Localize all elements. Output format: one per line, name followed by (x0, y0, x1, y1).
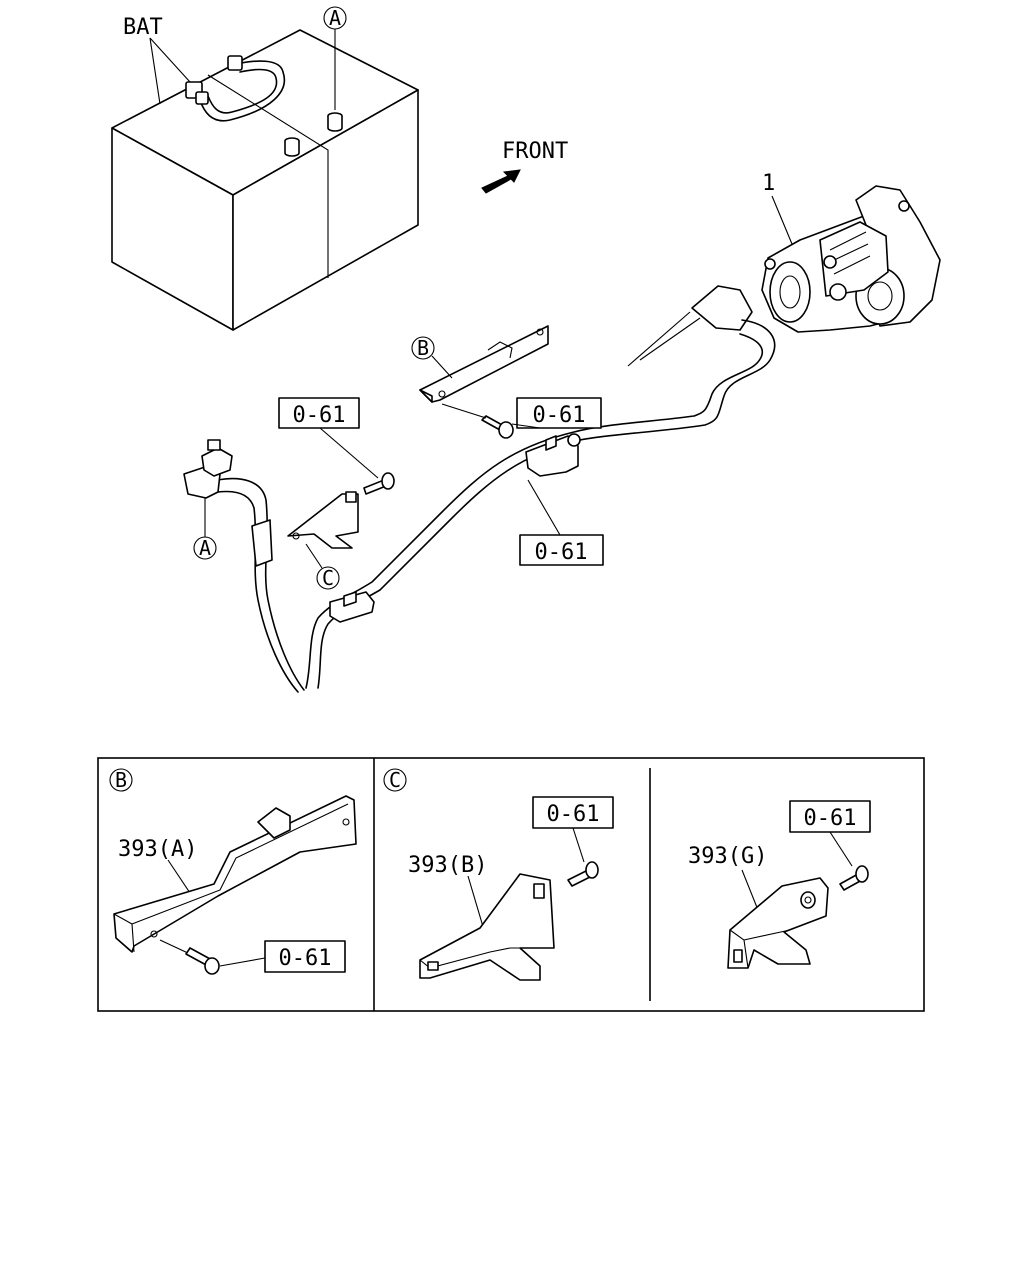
bolt-bracket-c (363, 472, 395, 495)
detail-b: B 393(A) 0-61 (109, 768, 357, 975)
ref-box-middle: 0-61 (519, 479, 604, 566)
svg-text:C: C (389, 768, 401, 792)
svg-text:A: A (199, 536, 211, 560)
svg-text:393(G): 393(G) (688, 844, 767, 869)
svg-text:0-61: 0-61 (535, 540, 588, 565)
ref-box-upper: 0-61 (511, 397, 602, 429)
cable-clip-middle (525, 433, 581, 477)
svg-text:C: C (322, 566, 334, 590)
svg-text:A: A (329, 6, 341, 30)
detail-c-right: 393(G) 0-61 (688, 800, 871, 969)
svg-text:0-61: 0-61 (804, 806, 857, 831)
svg-text:393(B): 393(B) (408, 853, 487, 878)
svg-text:0-61: 0-61 (279, 946, 332, 971)
ref-box-left: 0-61 (278, 397, 379, 479)
battery-terminal-positive (327, 112, 343, 132)
front-indicator: FRONT (481, 139, 568, 194)
starter-cable (183, 285, 776, 693)
detail-c-left: C 393(B) 0-61 (383, 768, 614, 981)
battery-terminal-negative (284, 137, 300, 157)
front-label: FRONT (502, 139, 568, 164)
callout-b-main: B (411, 336, 453, 379)
ground-terminal (183, 439, 233, 499)
bracket-c-main (287, 491, 359, 549)
bolt-upper (441, 403, 514, 439)
starter-motor: 1 (761, 171, 941, 333)
detail-panel (97, 757, 925, 1012)
svg-text:0-61: 0-61 (293, 403, 346, 428)
svg-text:B: B (115, 768, 127, 792)
svg-text:0-61: 0-61 (533, 403, 586, 428)
cable-clip-lower (329, 591, 375, 623)
front-arrow-icon (481, 169, 521, 194)
svg-text:0-61: 0-61 (547, 802, 600, 827)
battery-cable (185, 55, 286, 122)
svg-text:B: B (417, 336, 429, 360)
callout-a-bottom: A (193, 498, 217, 560)
bat-label: BAT (123, 15, 163, 40)
callout-a-top: A (323, 6, 347, 110)
svg-text:393(A): 393(A) (118, 837, 197, 862)
battery: BAT A (111, 6, 419, 331)
part-1-label: 1 (762, 171, 775, 196)
bracket-b-main (419, 325, 549, 403)
callout-c-main: C (305, 543, 340, 590)
